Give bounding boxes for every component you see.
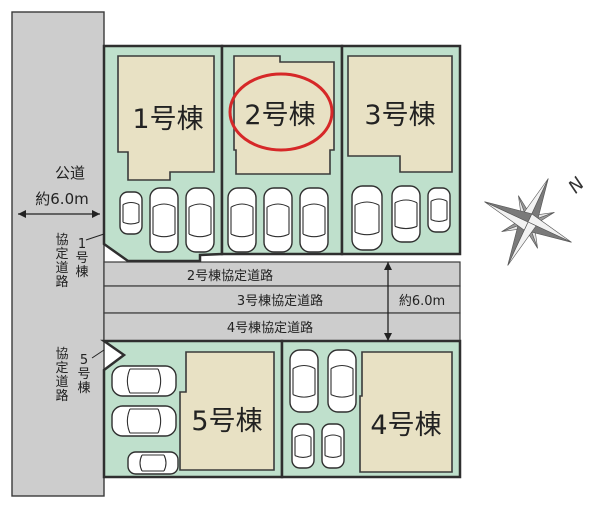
highlight-ring [228, 72, 334, 152]
house-4 [359, 351, 453, 473]
car-icon [391, 185, 421, 243]
svg-text:定: 定 [55, 247, 68, 262]
road-3-label: 3号棟協定道路 [237, 293, 323, 309]
car-icon [127, 451, 179, 475]
car-icon [291, 423, 315, 469]
road-2-label: 2号棟協定道路 [187, 268, 273, 284]
lot-2-label: 2号棟 [244, 100, 315, 131]
public-road-width: 約6.0m [35, 190, 88, 208]
lot-4-label: 4号棟 [370, 410, 441, 441]
svg-text:道: 道 [55, 261, 68, 276]
car-icon [289, 349, 319, 413]
svg-text:路: 路 [55, 388, 68, 404]
svg-text:号: 号 [77, 367, 90, 382]
car-icon [111, 365, 177, 397]
svg-text:定: 定 [55, 361, 68, 376]
svg-text:協: 協 [55, 347, 68, 362]
public-road [11, 11, 105, 497]
svg-text:号: 号 [75, 251, 88, 266]
svg-text:路: 路 [55, 274, 68, 290]
svg-text:協: 協 [55, 233, 68, 248]
compass-rose-icon [484, 178, 572, 266]
road-strip-2 [103, 261, 461, 287]
car-icon [321, 423, 345, 469]
car-icon [149, 187, 179, 253]
compass-north-label: N [564, 173, 588, 197]
private-road-dim-arrows [384, 262, 392, 341]
svg-text:5: 5 [80, 353, 88, 368]
car-icon [299, 187, 329, 253]
car-icon [263, 187, 293, 253]
house-3 [347, 55, 453, 173]
private-road-width: 約6.0m [399, 294, 445, 309]
svg-text:棟: 棟 [77, 381, 90, 396]
public-road-name: 公道 [55, 164, 85, 182]
car-icon [327, 349, 357, 413]
car-icon [185, 187, 215, 253]
car-icon [227, 187, 257, 253]
car-icon [119, 191, 143, 235]
lot-5-label: 5号棟 [191, 406, 262, 437]
car-icon [111, 405, 177, 437]
car-icon [351, 185, 383, 251]
lot-1-label: 1号棟 [132, 104, 203, 135]
svg-text:道: 道 [55, 375, 68, 390]
road-strip-3 [103, 285, 461, 314]
lot-3-label: 3号棟 [364, 100, 435, 131]
svg-text:1: 1 [78, 237, 86, 252]
svg-text:棟: 棟 [75, 265, 88, 280]
road-4-label: 4号棟協定道路 [227, 320, 313, 336]
car-icon [427, 187, 451, 233]
house-1 [117, 55, 215, 181]
lot-5-side-road-label: 協 定 道 路 5 号 棟 [55, 347, 105, 404]
parking-cars [111, 185, 451, 475]
lot-1-side-road-label: 協 定 道 路 1 号 棟 [55, 233, 105, 290]
house-5 [179, 351, 275, 471]
